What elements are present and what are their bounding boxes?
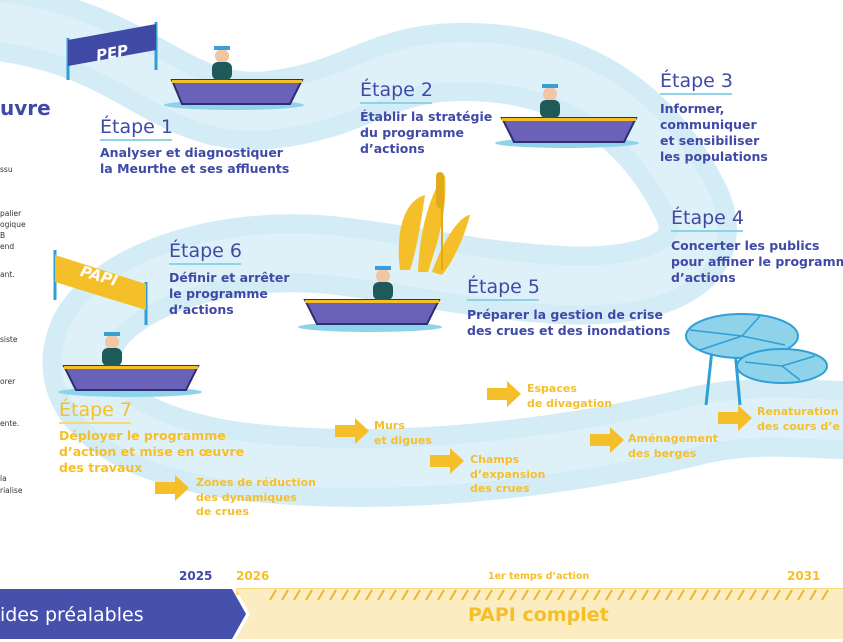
side-text: orer [0,377,16,386]
step-7-label: Étape 7 [59,399,132,421]
step-5-label: Étape 5 [467,276,540,298]
person-icon [102,332,122,366]
reed-icon [398,172,470,275]
bar-left-label: ides préalables [0,604,144,626]
step-4-label: Étape 4 [671,207,744,229]
first-phase-label: 1er temps d’action [488,571,590,582]
side-text: la [0,474,7,483]
boat-icon [164,46,304,110]
page-title: uvre [0,96,51,120]
side-text: end [0,242,15,251]
step-4-text: Concerter les publics pour affiner le pr… [671,238,843,285]
step-3-text: Informer, communiquer et sensibiliser le… [660,101,768,164]
side-text: B [0,231,6,240]
action-label: Champs d’expansion des crues [470,453,546,495]
step-7-text: Déployer le programme d’action et mise e… [59,428,245,475]
person-icon [540,84,560,118]
step-6-text: Définir et arrêter le programme d’action… [169,270,290,317]
side-text: siste [0,335,18,344]
boat-icon [495,84,639,148]
bar-right [236,589,843,639]
side-text: rialise [0,486,23,495]
person-icon [373,266,393,300]
bar-right-label: PAPI complet [468,604,609,626]
pep-flag [66,22,158,80]
side-text: ogique [0,220,26,229]
arrow-icon [335,418,369,444]
side-text: palier [0,209,22,218]
action-label: Renaturation des cours d’e [757,405,840,433]
action-label: Espaces de divagation [527,382,613,410]
lily-pad-icon [685,313,828,406]
arrow-icon [155,475,189,501]
year-2031: 2031 [787,569,821,583]
year-2026: 2026 [236,569,270,583]
step-1-label: Étape 1 [100,116,173,138]
person-icon [212,46,232,80]
boat-icon [58,332,202,397]
step-5-text: Préparer la gestion de crise des crues e… [467,307,671,338]
boat-icon [298,266,442,332]
action-label: Murs et digues [374,419,432,447]
step-6-label: Étape 6 [169,240,242,262]
arrow-icon [590,427,624,453]
bar-left [0,589,246,639]
arrow-icon [430,448,464,474]
arrow-icon [718,405,752,431]
action-label: Aménagement des berges [628,432,719,460]
arrow-icon [487,381,521,407]
step-3-label: Étape 3 [660,70,733,92]
step-2-text: Établir la stratégie du programme d’acti… [360,109,493,156]
step-1-text: Analyser et diagnostiquer la Meurthe et … [100,145,290,176]
side-text: ant. [0,270,15,279]
side-text: ente. [0,419,20,428]
year-2025: 2025 [179,569,213,583]
side-text: ssu [0,165,13,174]
papi-flag [53,250,148,325]
action-label: Zones de réduction des dynamiques de cru… [196,476,316,518]
step-2-label: Étape 2 [360,79,433,101]
